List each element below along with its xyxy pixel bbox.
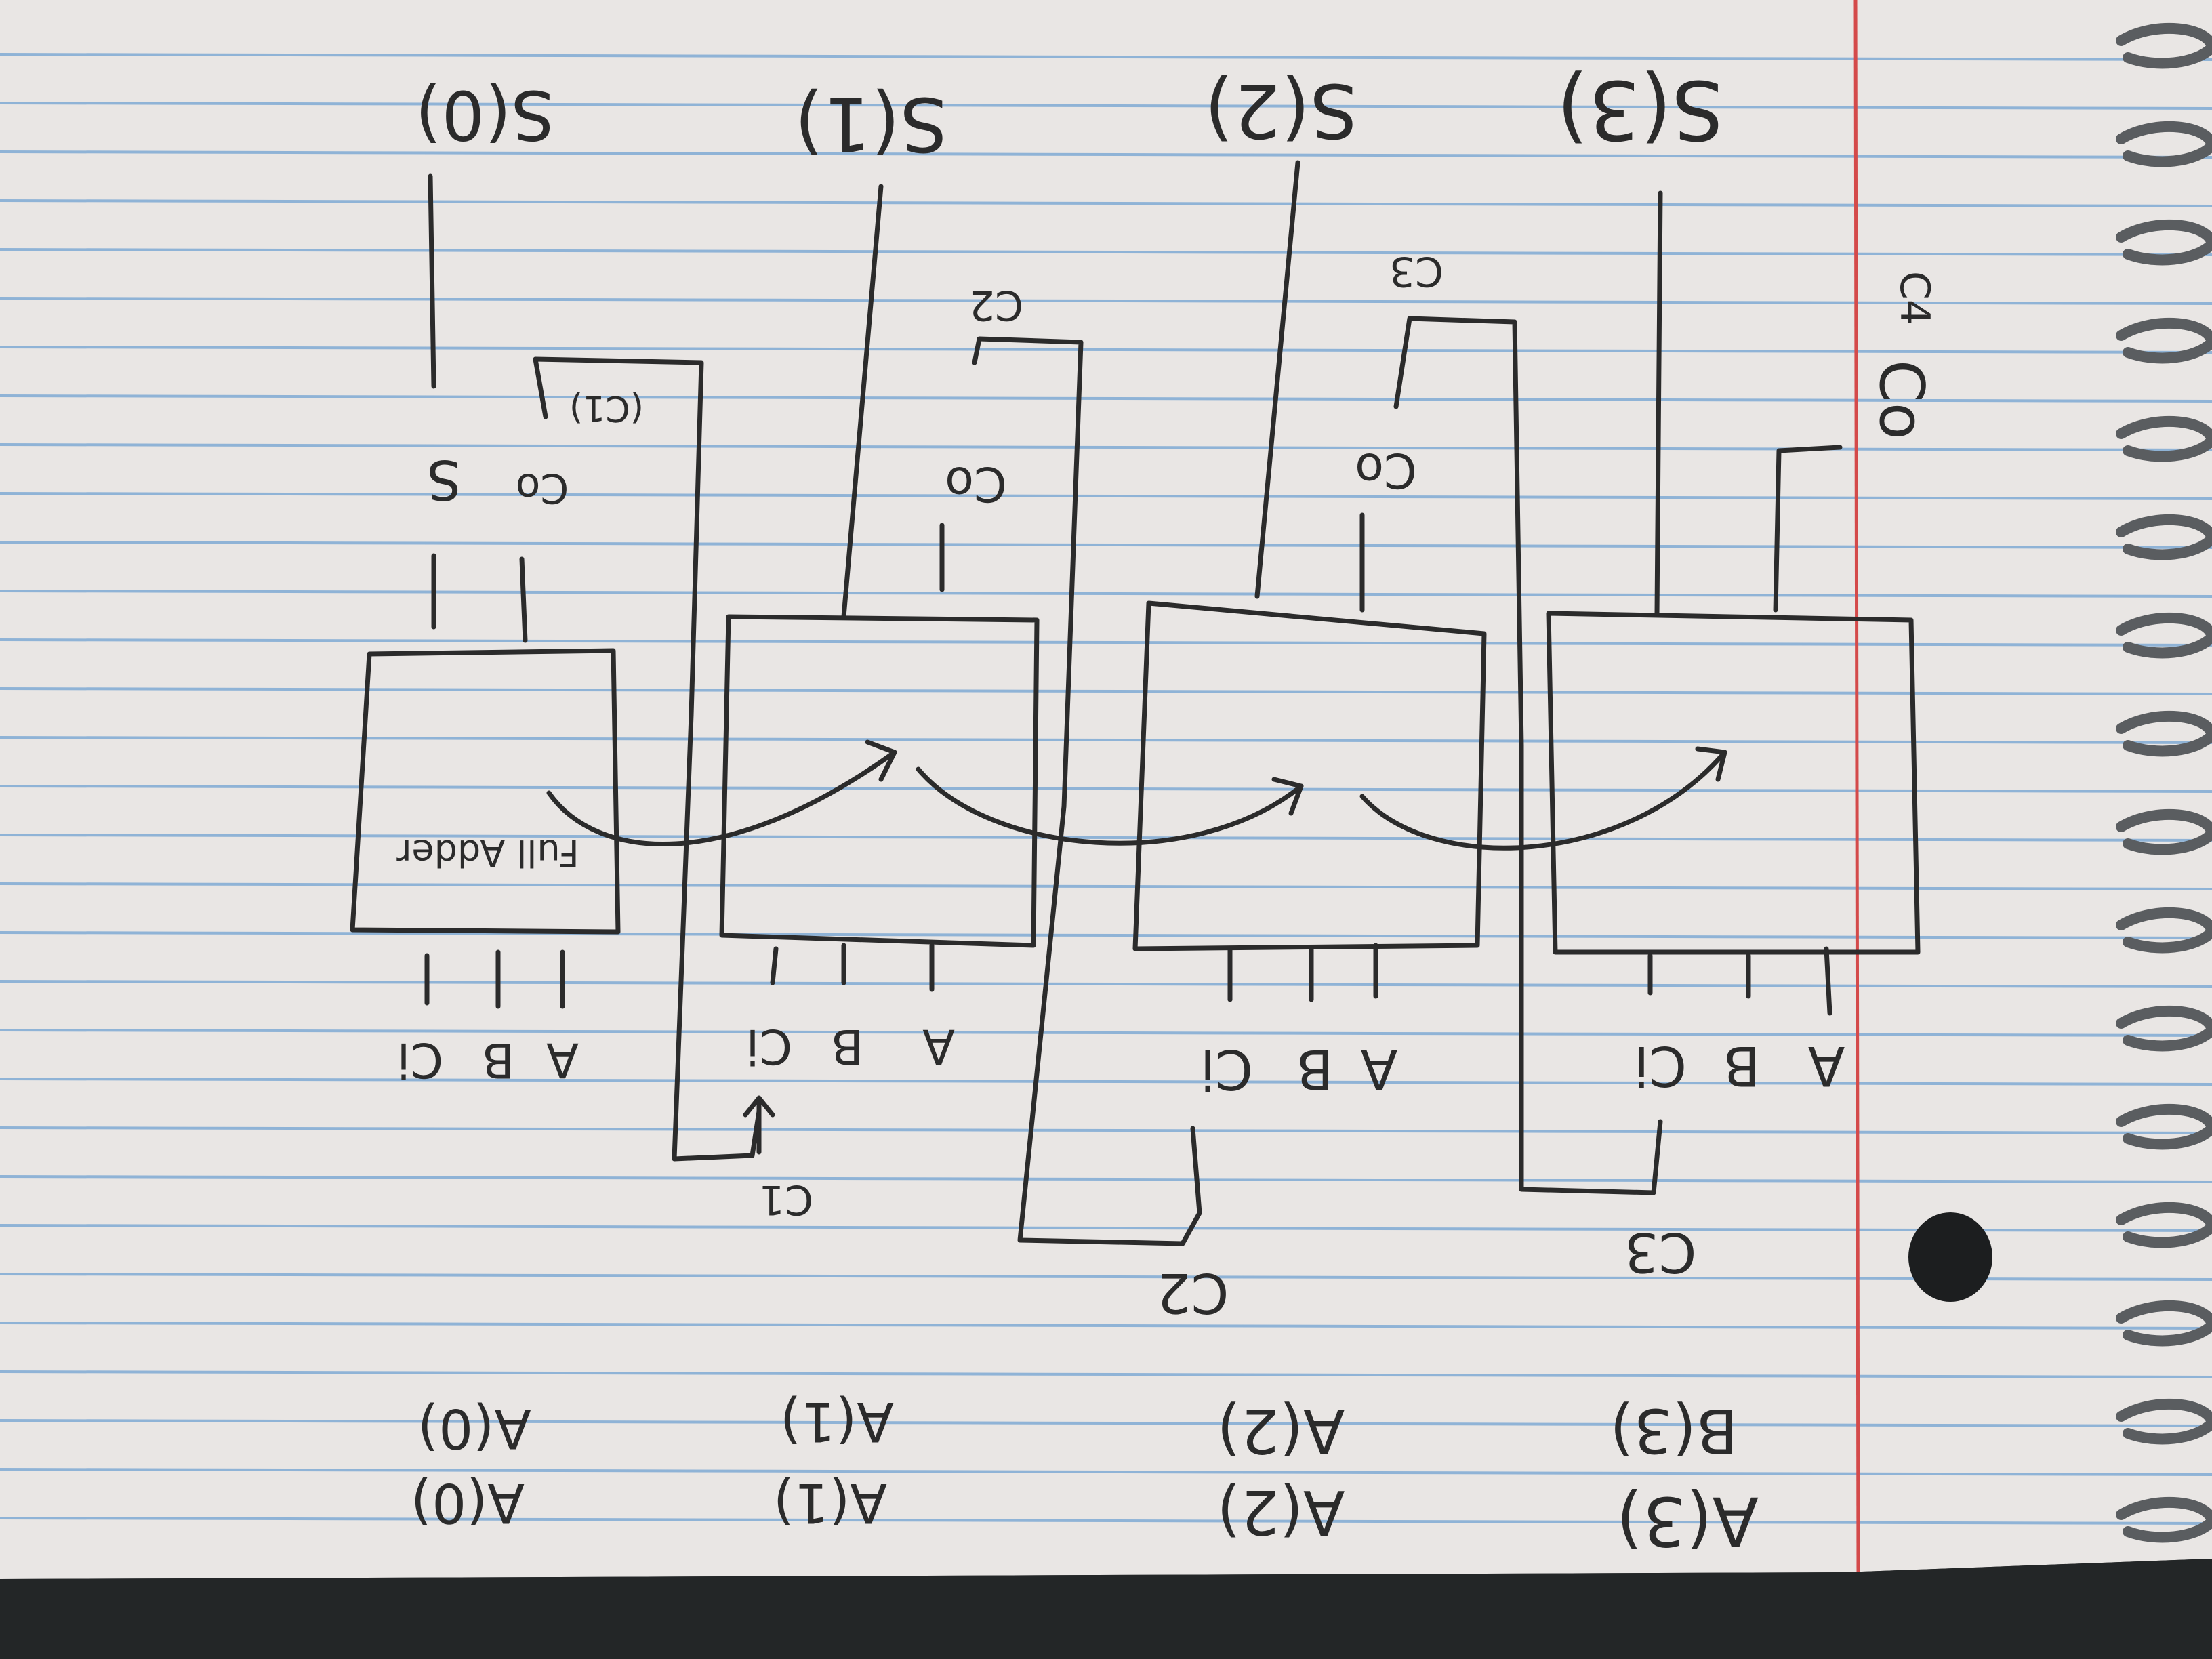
rule-line	[0, 492, 2212, 500]
pin-ci-3: Ci	[1634, 1034, 1687, 1097]
operand-b-2: A(2)	[1216, 1395, 1345, 1466]
rule-line	[0, 736, 2212, 744]
rule-line	[0, 1224, 2212, 1232]
sum-label-3: S(3)	[1557, 62, 1723, 156]
carry-chain-c3	[1393, 316, 1663, 1195]
block0-title: Full Adder	[396, 832, 579, 874]
rule-line	[0, 443, 2212, 451]
block0-carry-note: (C1)	[569, 388, 644, 428]
rule-line	[0, 1370, 2212, 1378]
operand-b-1: A(1)	[780, 1390, 894, 1453]
rule-line	[0, 248, 2212, 256]
rule-line	[0, 834, 2212, 842]
carry-label-c3-top: C3	[1389, 247, 1443, 295]
sum-label-0: S(0)	[415, 75, 554, 155]
input-pins-2	[1227, 943, 1378, 1002]
pin-ci-2: Ci	[1200, 1038, 1253, 1101]
pin-a-3: A	[1807, 1034, 1845, 1097]
operand-a-3: A(3)	[1616, 1481, 1759, 1561]
rule-line	[0, 785, 2212, 793]
rule-line	[0, 882, 2212, 890]
carry-pin-label-1: Co	[945, 456, 1007, 512]
input-pins-0	[424, 949, 565, 1009]
adder-block-3	[1546, 611, 1921, 955]
rule-line	[0, 541, 2212, 549]
carry-label-c1-bottom: C1	[759, 1176, 813, 1223]
block0-sum-pin: S	[427, 448, 462, 511]
rule-line	[0, 1029, 2212, 1037]
rule-line	[0, 1126, 2212, 1134]
rule-line	[0, 980, 2212, 988]
carry-label-c2-top: C2	[969, 281, 1023, 329]
rule-line	[0, 394, 2212, 403]
rule-line	[0, 1322, 2212, 1330]
carry-stub-0	[519, 556, 528, 643]
pin-b-1: B	[831, 1019, 863, 1074]
sum-label-2: S(2)	[1204, 67, 1357, 154]
adder-block-1	[719, 614, 1040, 948]
rule-line	[0, 53, 2212, 61]
rule-line	[0, 638, 2212, 647]
rule-line	[0, 102, 2212, 110]
ripple-arrow-head-2	[1271, 777, 1304, 816]
rule-line	[0, 1273, 2212, 1281]
carry-chain-c2	[972, 336, 1202, 1246]
block0-carry-pin: Co	[516, 464, 569, 512]
carry-out-label: Co	[1866, 360, 1937, 440]
pin-ci-1: Ci	[746, 1019, 792, 1074]
ripple-arrow-3	[1359, 750, 1727, 851]
rule-line	[0, 199, 2212, 207]
ripple-arrow-head-3	[1695, 746, 1727, 782]
carry-label-c2-bottom: C2	[1157, 1261, 1229, 1324]
rule-line	[0, 297, 2212, 305]
carry-label-c4: C4	[1891, 271, 1938, 325]
circuit-ink	[350, 160, 1921, 1246]
pin-b-3: B	[1723, 1034, 1761, 1097]
input-pins-1	[770, 943, 935, 992]
pin-b-0: B	[482, 1032, 514, 1088]
c1-arrow-icon	[743, 1095, 775, 1155]
rule-line	[0, 346, 2212, 354]
operand-a-0: A(0)	[411, 1471, 525, 1534]
sum-wire-3	[1654, 190, 1663, 616]
sum-wire-1	[841, 184, 884, 619]
rule-line	[0, 931, 2212, 939]
sum-label-1: S(1)	[794, 81, 947, 167]
ripple-arrow-head-1	[865, 739, 897, 782]
operand-b-0: A(0)	[417, 1397, 531, 1460]
rule-line	[0, 1517, 2212, 1525]
operand-b-3: B(3)	[1610, 1395, 1738, 1466]
adder-block-2	[1132, 600, 1487, 951]
sum-wire-2	[1254, 160, 1300, 599]
pin-b-2: B	[1296, 1038, 1334, 1101]
pin-a-2: A	[1360, 1038, 1397, 1101]
pin-a-1: A	[922, 1019, 955, 1074]
ripple-arrow-1	[546, 750, 897, 846]
rule-line	[0, 1078, 2212, 1086]
ruled-lines	[0, 53, 2212, 1525]
rule-line	[0, 590, 2212, 598]
ripple-arrow-2	[916, 766, 1304, 846]
rule-line	[0, 1419, 2212, 1427]
operand-a-1: A(1)	[773, 1471, 887, 1534]
margin-line	[1853, 0, 1860, 1573]
operand-a-2: A(2)	[1216, 1476, 1345, 1547]
rule-line	[0, 1175, 2212, 1183]
carry-chain-c1	[533, 356, 762, 1162]
adder-block-0	[350, 648, 621, 935]
punch-hole	[1908, 1212, 1992, 1302]
sum-wire-0	[428, 173, 436, 389]
rule-line	[0, 1468, 2212, 1476]
pin-a-0: A	[546, 1032, 579, 1088]
carry-out-wire-3	[1773, 445, 1843, 613]
input-pins-3	[1647, 946, 1832, 1016]
pin-ci-0: Ci	[397, 1032, 443, 1088]
carry-pin-label-2: Co	[1355, 443, 1417, 498]
carry-label-c3-bottom: C3	[1624, 1221, 1697, 1284]
desk-edge	[0, 1559, 2212, 1659]
rule-line	[0, 150, 2212, 159]
handwritten-labels: S(0) S(1) S(2) S(3) S Co (C1) Full Adder…	[396, 62, 1938, 1561]
